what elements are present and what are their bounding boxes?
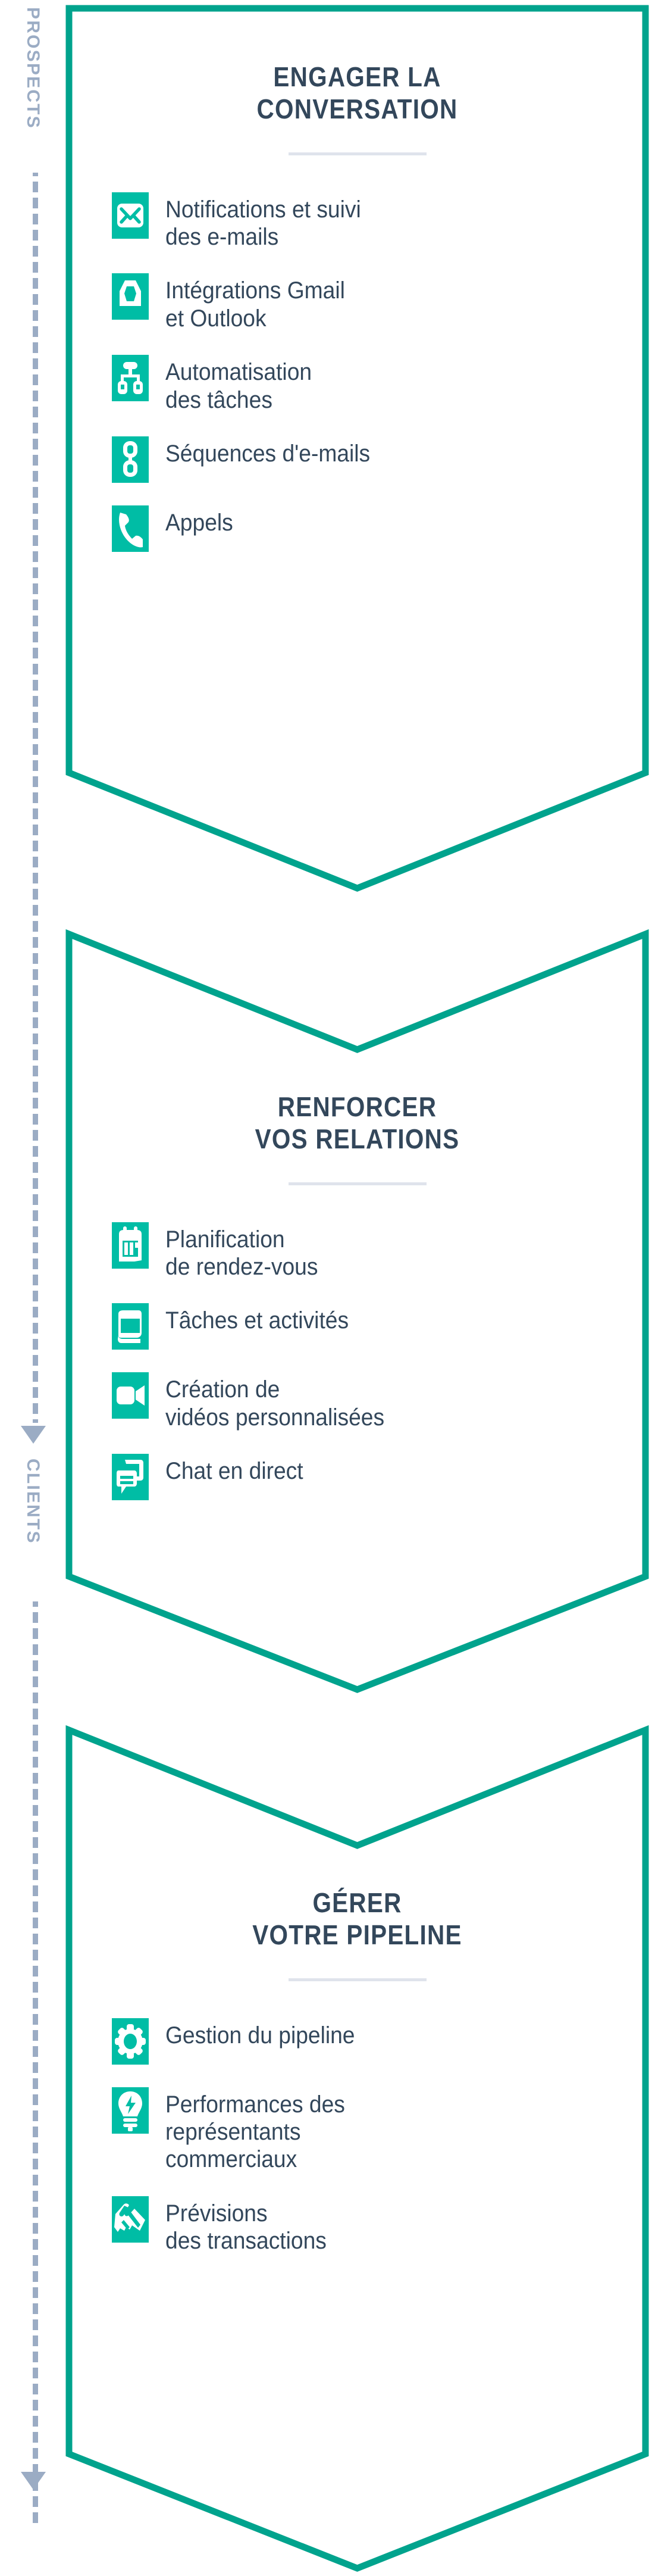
chat-bubble-icon — [112, 1454, 149, 1501]
axis-label-mask-top — [18, 0, 49, 173]
section-title-line1: GÉRER — [312, 1887, 402, 1918]
list-item-label: Appels — [165, 509, 233, 536]
list-item-label: Prévisions des transactions — [165, 2200, 327, 2255]
feature-list-gerer: Gestion du pipeline Performances des rep… — [65, 2018, 649, 2255]
list-item[interactable]: Intégrations Gmail et Outlook — [112, 273, 649, 332]
section-title-line1: RENFORCER — [277, 1091, 437, 1122]
list-item[interactable]: Notifications et suivi des e-mails — [112, 192, 649, 251]
section-divider — [288, 1978, 427, 1981]
list-item[interactable]: Chat en direct — [112, 1454, 649, 1501]
feature-list-engager: Notifications et suivi des e-mails Intég… — [65, 192, 649, 552]
section-divider — [288, 152, 427, 155]
section-title-renforcer: RENFORCER VOS RELATIONS — [101, 1091, 614, 1156]
section-title-engager: ENGAGER LA CONVERSATION — [101, 61, 614, 126]
list-item-label: Planification de rendez-vous — [165, 1226, 318, 1281]
list-item-label: Gestion du pipeline — [165, 2022, 355, 2049]
section-title-line2: VOTRE PIPELINE — [252, 1919, 462, 1950]
list-item-label: Séquences d'e-mails — [165, 440, 371, 467]
axis-arrow-mid-icon — [21, 1426, 46, 1444]
list-item[interactable]: Planification de rendez-vous — [112, 1222, 649, 1281]
section-title-line2: CONVERSATION — [256, 93, 458, 124]
inbox-tray-icon — [112, 273, 149, 320]
workflow-icon — [112, 355, 149, 402]
list-item[interactable]: Séquences d'e-mails — [112, 436, 649, 483]
envelope-icon — [112, 192, 149, 239]
feature-list-renforcer: Planification de rendez-vous Tâches et a… — [65, 1222, 649, 1501]
axis-arrow-bottom-icon — [21, 2472, 46, 2490]
gear-icon — [112, 2018, 149, 2065]
list-item[interactable]: Gestion du pipeline — [112, 2018, 649, 2065]
calendar-icon — [112, 1222, 149, 1269]
list-item[interactable]: Création de vidéos personnalisées — [112, 1372, 649, 1431]
axis-dashed-line — [33, 5, 38, 2523]
section-title-gerer: GÉRER VOTRE PIPELINE — [101, 1887, 614, 1951]
list-item-label: Chat en direct — [165, 1458, 303, 1485]
list-item-label: Notifications et suivi des e-mails — [165, 196, 361, 251]
list-item[interactable]: Prévisions des transactions — [112, 2196, 649, 2255]
chain-links-icon — [112, 436, 149, 483]
list-item[interactable]: Tâches et activités — [112, 1303, 649, 1350]
section-engager: ENGAGER LA CONVERSATION Notifications et… — [65, 5, 649, 892]
list-item[interactable]: Automatisation des tâches — [112, 355, 649, 414]
axis-label-mask-mid — [18, 1423, 49, 1601]
phone-icon — [112, 505, 149, 552]
list-item-label: Création de vidéos personnalisées — [165, 1376, 385, 1431]
video-camera-icon — [112, 1372, 149, 1419]
axis-label-clients: CLIENTS — [23, 1459, 43, 1544]
funnel-axis: PROSPECTS CLIENTS — [0, 0, 65, 2576]
lightbulb-icon — [112, 2087, 149, 2134]
section-gerer: GÉRER VOTRE PIPELINE — [65, 1725, 649, 2572]
list-item-label: Tâches et activités — [165, 1307, 349, 1334]
section-title-line1: ENGAGER LA — [273, 61, 441, 92]
list-item-label: Performances des représentants commercia… — [165, 2091, 345, 2173]
notebook-icon — [112, 1303, 149, 1350]
axis-label-prospects: PROSPECTS — [23, 7, 43, 129]
section-title-line2: VOS RELATIONS — [255, 1123, 460, 1154]
handshake-icon — [112, 2196, 149, 2243]
section-divider — [288, 1182, 427, 1185]
list-item-label: Automatisation des tâches — [165, 359, 312, 413]
list-item-label: Intégrations Gmail et Outlook — [165, 277, 345, 332]
list-item[interactable]: Performances des représentants commercia… — [112, 2087, 649, 2174]
list-item[interactable]: Appels — [112, 505, 649, 552]
section-renforcer: RENFORCER VOS RELATIONS — [65, 929, 649, 1693]
